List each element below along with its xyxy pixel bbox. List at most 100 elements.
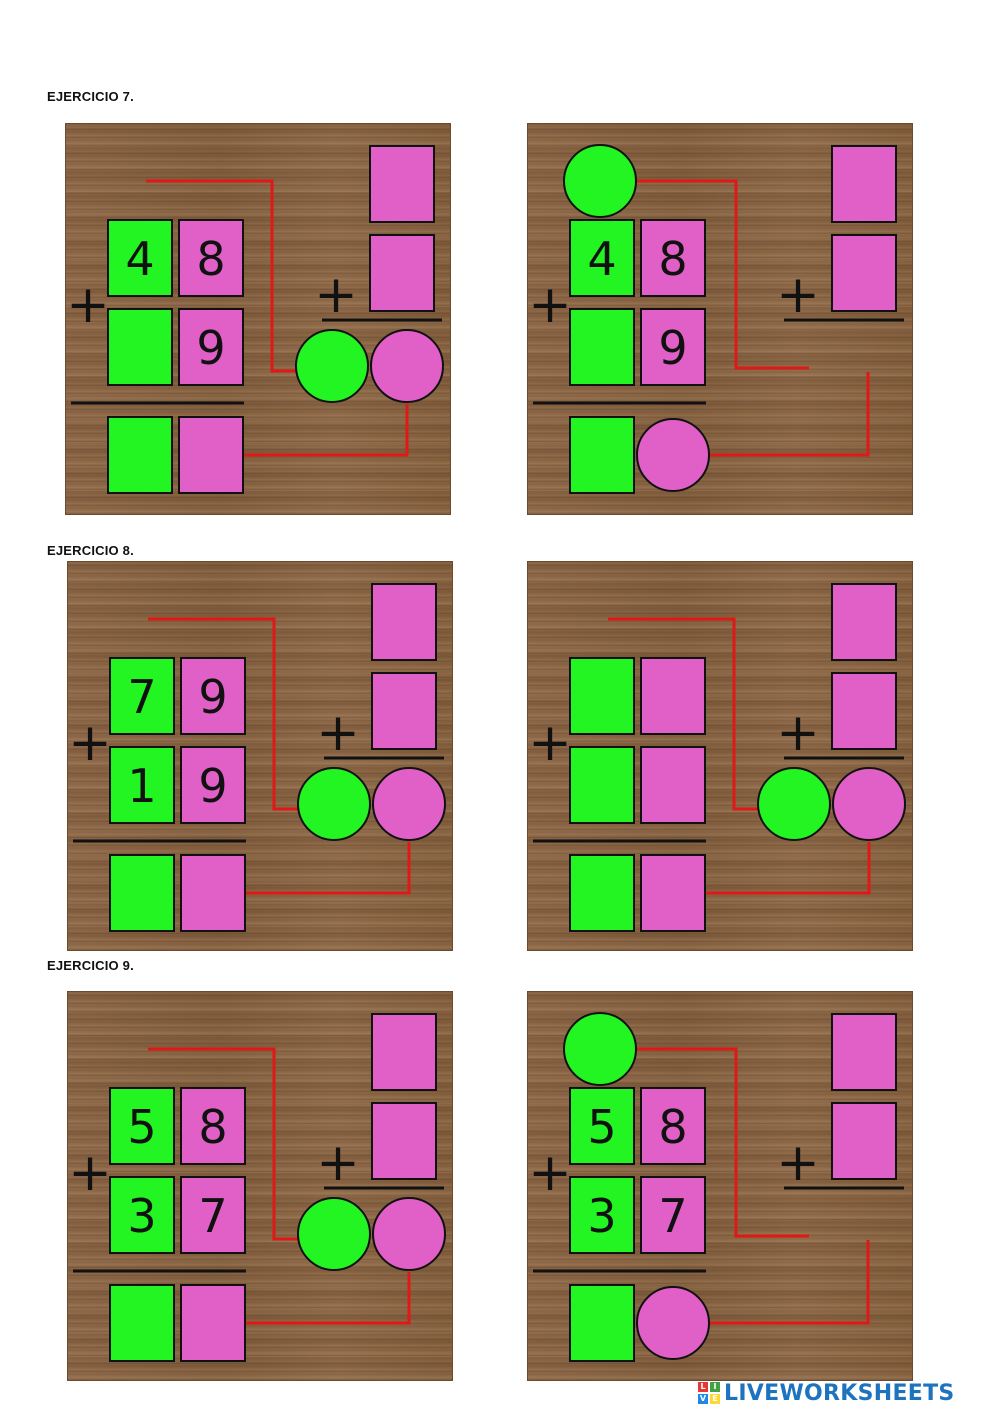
plus-sign: + — [68, 713, 112, 773]
units-result-box[interactable] — [178, 416, 244, 494]
digit: 7 — [198, 1189, 227, 1243]
tens-result-box[interactable] — [107, 416, 173, 494]
carry-line — [683, 842, 871, 895]
addition-board-drawing: ++ — [528, 583, 906, 932]
plus-sign: + — [776, 265, 820, 325]
units-bottom-box[interactable] — [640, 746, 706, 824]
digit: 3 — [587, 1189, 616, 1243]
units-bottom-box — [180, 1176, 246, 1254]
tens-result-box[interactable] — [109, 854, 175, 932]
units-bottom-box — [640, 308, 706, 386]
units-sum-tens-circle[interactable] — [297, 767, 371, 841]
digit: 7 — [127, 670, 156, 724]
tens-result-box[interactable] — [569, 1284, 635, 1362]
brand-name: LIVEWORKSHEETS — [724, 1380, 955, 1406]
digit: 8 — [658, 1100, 687, 1154]
digit: 5 — [587, 1100, 616, 1154]
digit: 3 — [127, 1189, 156, 1243]
carry-line — [708, 1240, 870, 1325]
units-add-bottom-box[interactable] — [831, 234, 897, 312]
plus-sign: + — [528, 713, 572, 773]
units-add-top-box[interactable] — [831, 145, 897, 223]
tens-bottom-box — [109, 1176, 175, 1254]
carry-line — [221, 404, 409, 457]
carry-line — [636, 1047, 809, 1238]
units-result-box[interactable] — [640, 854, 706, 932]
units-top-box[interactable] — [640, 657, 706, 735]
units-sum-units-circle[interactable] — [370, 329, 444, 403]
carry-line — [223, 1272, 411, 1325]
plus-sign: + — [316, 1133, 360, 1193]
digit: 9 — [196, 321, 225, 375]
units-result-circle[interactable] — [636, 1286, 710, 1360]
logo-letter: L — [698, 1382, 708, 1392]
plus-sign: + — [776, 1133, 820, 1193]
liveworksheets-brand: L I V E LIVEWORKSHEETS — [698, 1380, 955, 1406]
carry-line — [146, 179, 296, 373]
units-result-box[interactable] — [180, 854, 246, 932]
logo-letter: V — [698, 1394, 708, 1404]
units-sum-units-circle[interactable] — [832, 767, 906, 841]
exercise-8-right-board: ++ — [527, 561, 913, 951]
tens-top-box[interactable] — [569, 657, 635, 735]
carry-line — [148, 1047, 298, 1241]
digit: 8 — [658, 232, 687, 286]
plus-sign: + — [528, 275, 572, 335]
units-add-bottom-box[interactable] — [831, 1102, 897, 1180]
logo-letter: E — [710, 1394, 720, 1404]
units-result-circle[interactable] — [636, 418, 710, 492]
tens-bottom-box — [569, 1176, 635, 1254]
carry-circle[interactable] — [563, 144, 637, 218]
carry-line — [708, 372, 870, 457]
units-top-box — [178, 219, 244, 297]
tens-top-box — [109, 1087, 175, 1165]
plus-sign: + — [528, 1143, 572, 1203]
carry-circle[interactable] — [563, 1012, 637, 1086]
digit: 7 — [658, 1189, 687, 1243]
units-sum-tens-circle[interactable] — [297, 1197, 371, 1271]
tens-bottom-box[interactable] — [107, 308, 173, 386]
tens-result-box[interactable] — [569, 416, 635, 494]
units-add-top-box[interactable] — [831, 583, 897, 661]
plus-sign: + — [776, 703, 820, 763]
units-sum-tens-circle[interactable] — [295, 329, 369, 403]
units-add-top-box[interactable] — [831, 1013, 897, 1091]
units-add-bottom-box[interactable] — [371, 1102, 437, 1180]
tens-result-box[interactable] — [569, 854, 635, 932]
plus-sign: + — [316, 703, 360, 763]
units-add-bottom-box[interactable] — [831, 672, 897, 750]
digit: 9 — [198, 759, 227, 813]
tens-top-box — [569, 1087, 635, 1165]
units-add-top-box[interactable] — [371, 583, 437, 661]
logo-letter: I — [710, 1382, 720, 1392]
digit: 4 — [587, 232, 616, 286]
tens-result-box[interactable] — [109, 1284, 175, 1362]
liveworksheets-logo-icon: L I V E — [698, 1382, 720, 1404]
carry-line — [148, 617, 298, 811]
units-sum-units-circle[interactable] — [372, 767, 446, 841]
tens-bottom-box[interactable] — [569, 308, 635, 386]
tens-top-box — [107, 219, 173, 297]
digit: 1 — [127, 759, 156, 813]
digit: 4 — [125, 232, 154, 286]
units-sum-tens-circle[interactable] — [757, 767, 831, 841]
tens-bottom-box[interactable] — [569, 746, 635, 824]
units-bottom-box — [640, 1176, 706, 1254]
units-bottom-box — [180, 746, 246, 824]
units-top-box — [180, 1087, 246, 1165]
exercise-8-heading: EJERCICIO 8. — [47, 543, 134, 558]
digit: 8 — [198, 1100, 227, 1154]
units-add-top-box[interactable] — [369, 145, 435, 223]
units-add-bottom-box[interactable] — [371, 672, 437, 750]
units-sum-units-circle[interactable] — [372, 1197, 446, 1271]
tens-top-box — [569, 219, 635, 297]
units-add-bottom-box[interactable] — [369, 234, 435, 312]
units-add-top-box[interactable] — [371, 1013, 437, 1091]
units-result-box[interactable] — [180, 1284, 246, 1362]
